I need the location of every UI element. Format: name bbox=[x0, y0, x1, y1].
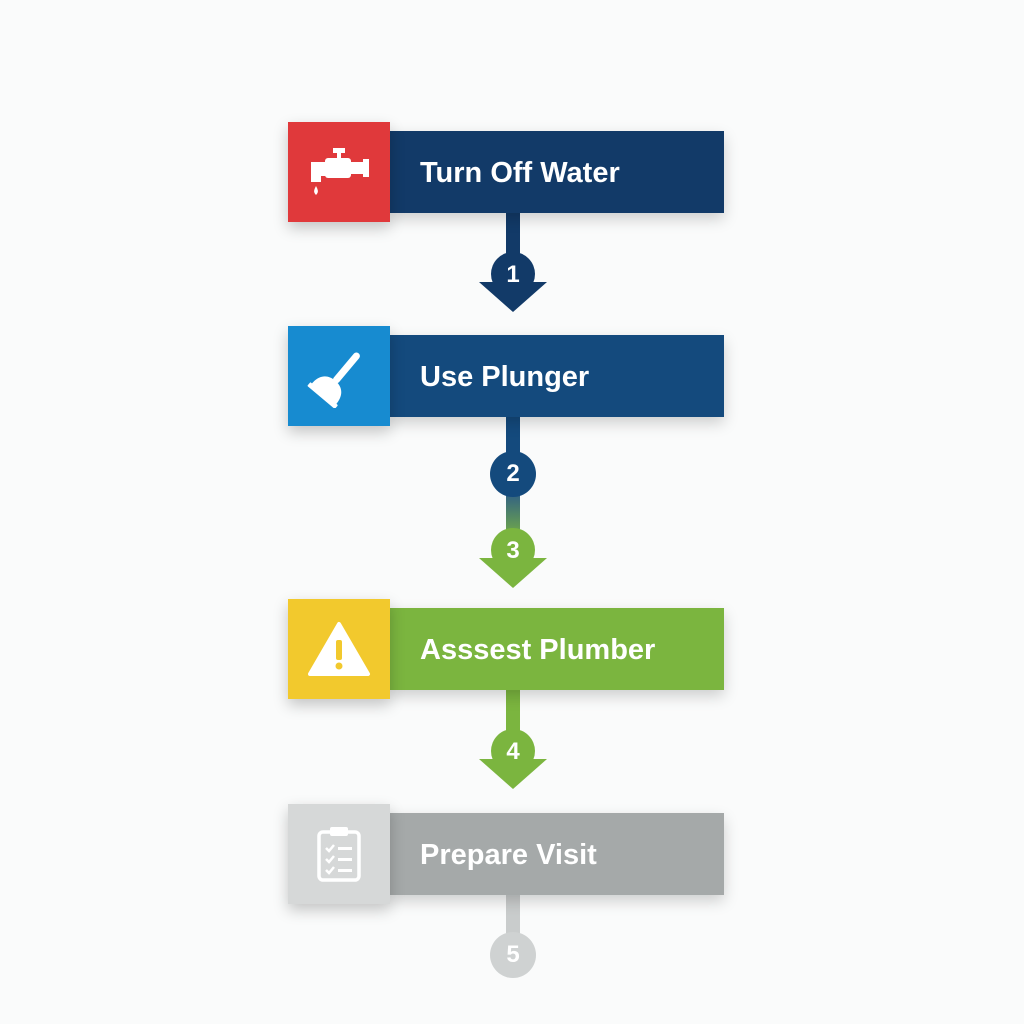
connector-1 bbox=[506, 212, 520, 262]
step-prepare-visit: Prepare Visit bbox=[288, 804, 724, 904]
connector-3 bbox=[506, 690, 520, 740]
step-number: 3 bbox=[506, 537, 520, 564]
step-assess-plumber: Asssest Plumber bbox=[288, 599, 724, 699]
step-turn-off-water: Turn Off Water bbox=[288, 122, 724, 222]
warning-icon bbox=[308, 622, 370, 676]
step-marker-1: 1 bbox=[479, 250, 547, 312]
plunger-icon bbox=[307, 352, 360, 408]
step-bar bbox=[388, 131, 724, 213]
down-arrow-icon bbox=[479, 252, 547, 312]
step-use-plunger: Use Plunger bbox=[288, 326, 724, 426]
step-icon-box bbox=[288, 326, 390, 426]
step-bar bbox=[388, 813, 724, 895]
step-label: Turn Off Water bbox=[420, 157, 620, 189]
step-bar bbox=[388, 335, 724, 417]
step-label: Use Plunger bbox=[420, 361, 590, 393]
step-number: 5 bbox=[506, 941, 520, 968]
step-circle bbox=[490, 932, 536, 978]
clipboard-icon bbox=[317, 827, 361, 882]
down-arrow-icon bbox=[479, 729, 547, 789]
step-marker-4: 4 bbox=[479, 727, 547, 789]
step-icon-box bbox=[288, 122, 390, 222]
step-number: 4 bbox=[506, 738, 520, 765]
down-arrow-icon bbox=[479, 528, 547, 588]
faucet-icon bbox=[311, 148, 369, 195]
step-number: 2 bbox=[506, 460, 520, 487]
step-number: 1 bbox=[506, 261, 520, 288]
step-icon-box bbox=[288, 804, 390, 904]
step-circle bbox=[490, 451, 536, 497]
step-marker-5: 5 bbox=[490, 932, 536, 978]
step-marker-2: 2 bbox=[490, 451, 536, 497]
step-label: Prepare Visit bbox=[420, 839, 597, 871]
step-bar bbox=[388, 608, 724, 690]
step-label: Asssest Plumber bbox=[420, 634, 656, 666]
step-icon-box bbox=[288, 599, 390, 699]
connector-4 bbox=[506, 895, 520, 940]
step-marker-3: 3 bbox=[479, 526, 547, 588]
